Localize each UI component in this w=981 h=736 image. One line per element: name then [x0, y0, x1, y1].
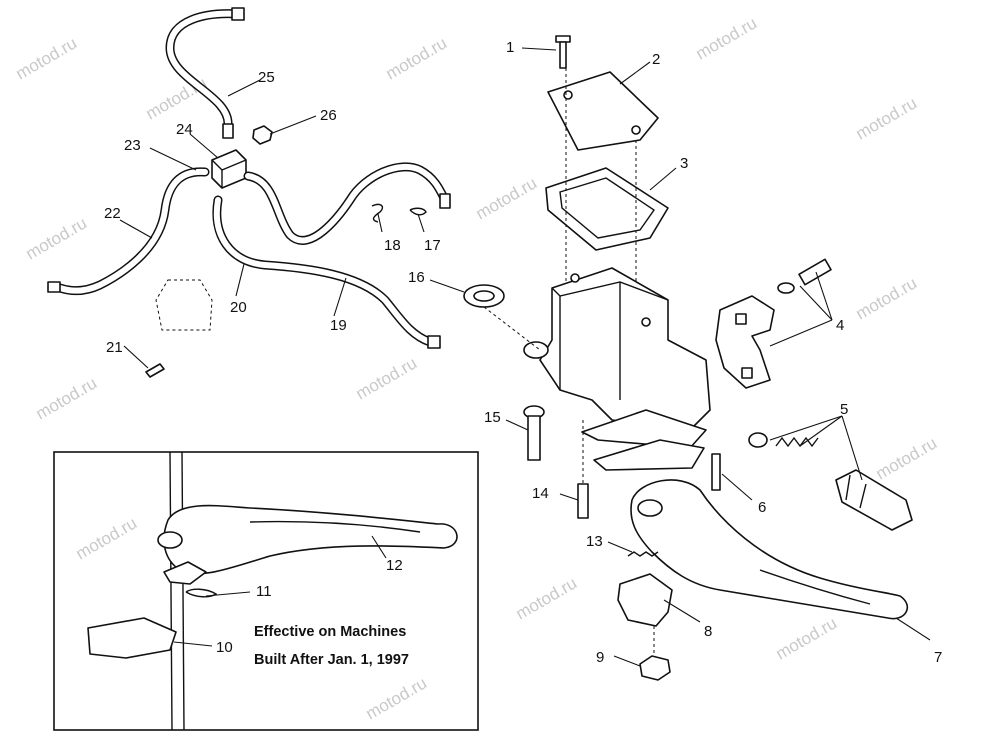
callout-24: 24 — [176, 121, 193, 138]
hose-fitting — [231, 7, 245, 21]
callout-15: 15 — [484, 409, 501, 426]
piston-seal — [748, 432, 768, 448]
leader-lines — [119, 47, 931, 667]
cover-screw — [555, 35, 571, 43]
watermark: motod.ru — [33, 373, 101, 423]
inset-note-line-2: Built After Jan. 1, 1997 — [254, 652, 409, 668]
callout-numbers: 1 2 3 4 5 6 7 8 9 10 11 12 13 14 15 16 1… — [104, 39, 942, 666]
callout-20: 20 — [230, 299, 247, 316]
callout-1: 1 — [506, 39, 514, 56]
clip-17 — [409, 207, 427, 216]
diaphragm-gasket — [545, 167, 669, 251]
bolt-14 — [577, 483, 589, 519]
piston-spring — [775, 436, 819, 448]
inset-box — [53, 451, 479, 731]
callout-7: 7 — [934, 649, 942, 666]
callout-9: 9 — [596, 649, 604, 666]
callout-4: 4 — [836, 317, 844, 334]
inset-clip — [185, 588, 218, 598]
watermark: motod.ru — [773, 613, 841, 663]
piston — [835, 469, 913, 531]
clip-18 — [371, 203, 384, 223]
screw-21 — [145, 363, 165, 378]
inset-bracket-11 — [163, 561, 207, 585]
inset-frame — [53, 451, 479, 731]
brake-hoses — [47, 7, 451, 378]
clamp-bolt — [798, 258, 832, 286]
watermark: motod.ru — [473, 173, 541, 223]
watermark: motod.ru — [13, 33, 81, 83]
callout-3: 3 — [680, 155, 688, 172]
callout-16: 16 — [408, 269, 425, 286]
pivot-bolt-15 — [527, 415, 541, 461]
reservoir-cover — [547, 71, 659, 151]
banjo-fitting — [252, 125, 273, 145]
lever-pivot — [637, 499, 663, 517]
nut-9 — [639, 655, 671, 681]
clamp-washer — [777, 282, 795, 294]
callout-14: 14 — [532, 485, 549, 502]
callout-8: 8 — [704, 623, 712, 640]
inset-note-line-1: Effective on Machines — [254, 624, 407, 640]
cover-screw-shank — [559, 41, 567, 69]
pin-6 — [711, 453, 721, 491]
watermark: motod.ru — [853, 273, 921, 323]
inset-lever-12 — [163, 504, 458, 575]
watermark: motod.ru — [853, 93, 921, 143]
frame-bracket — [155, 279, 213, 331]
inset-block-10 — [87, 617, 177, 659]
master-cylinder-assembly — [463, 35, 913, 531]
callout-18: 18 — [384, 237, 401, 254]
callout-22: 22 — [104, 205, 121, 222]
callout-19: 19 — [330, 317, 347, 334]
hose-fitting — [47, 281, 61, 293]
brake-lever-assembly — [617, 453, 909, 681]
hose-fitting — [222, 123, 234, 139]
callout-6: 6 — [758, 499, 766, 516]
outlet-port — [523, 341, 549, 359]
lower-gasket — [581, 409, 707, 449]
callout-25: 25 — [258, 69, 275, 86]
screw-13 — [627, 551, 659, 557]
callout-5: 5 — [840, 401, 848, 418]
hose-fitting — [427, 335, 441, 349]
callout-2: 2 — [652, 51, 660, 68]
watermark: motod.ru — [23, 213, 91, 263]
callout-11: 11 — [256, 583, 272, 600]
hose-fitting — [439, 193, 451, 209]
master-cylinder-body — [539, 267, 711, 431]
callout-13: 13 — [586, 533, 603, 550]
callout-21: 21 — [106, 339, 123, 356]
watermark: motod.ru — [383, 33, 451, 83]
callout-23: 23 — [124, 137, 141, 154]
switch-block-8 — [617, 573, 673, 627]
junction-block — [211, 149, 247, 189]
watermark: motod.ru — [693, 13, 761, 63]
handlebar-clamp — [715, 295, 775, 389]
callout-26: 26 — [320, 107, 337, 124]
watermark: motod.ru — [363, 673, 431, 723]
watermark: motod.ru — [143, 73, 211, 123]
watermark: motod.ru — [73, 513, 141, 563]
lower-plate — [593, 439, 705, 471]
brake-lever-7 — [630, 479, 909, 620]
watermark: motod.ru — [353, 353, 421, 403]
callout-10: 10 — [216, 639, 233, 656]
watermark: motod.ru — [513, 573, 581, 623]
watermark: motod.ru — [873, 433, 941, 483]
callout-12: 12 — [386, 557, 403, 574]
callout-17: 17 — [424, 237, 441, 254]
